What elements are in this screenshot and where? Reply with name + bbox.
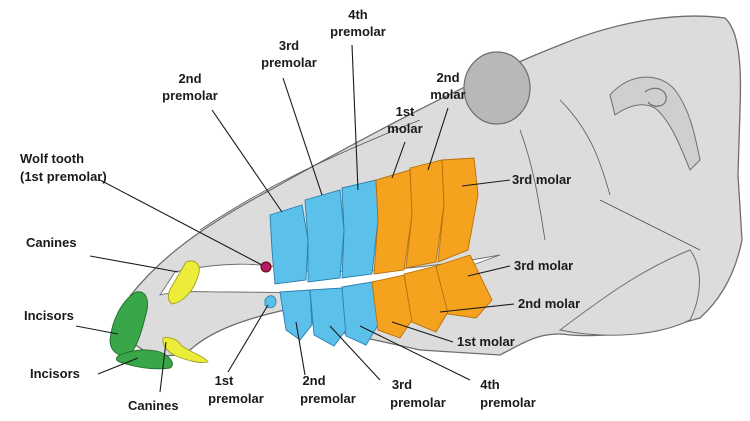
label-lower-p2: 2nd premolar: [300, 373, 356, 406]
label-upper-m1: 1st molar: [387, 104, 422, 136]
label-lower-p3: 3rd premolar: [390, 377, 446, 410]
label-upper-incisors: Incisors: [24, 308, 74, 323]
ear-canal: [644, 87, 667, 107]
leader-lower-canines: [159, 341, 167, 393]
leader-lower-p4: [359, 325, 471, 381]
label-lower-p3-line1: 3rd: [392, 377, 412, 392]
lower-premolars: [264, 281, 379, 347]
leader-upper-m2: [427, 107, 449, 171]
leader-upper-p4: [351, 44, 359, 191]
leader-upper-p3: [282, 77, 323, 196]
label-upper-m3: 3rd molar: [512, 172, 571, 187]
label-upper-m1-line2: molar: [387, 121, 422, 136]
skull-line-2: [559, 99, 611, 196]
skull-line-3: [519, 129, 546, 241]
lower-p3-tooth: [309, 287, 347, 347]
label-lower-m1: 1st molar: [457, 334, 515, 349]
label-upper-p2: 2nd premolar: [162, 71, 218, 103]
label-upper-m2-line2: molar: [430, 87, 465, 102]
lower-incisors-teeth: [115, 349, 173, 370]
upper-p3-tooth: [304, 189, 345, 283]
leader-upper-p2: [211, 109, 283, 213]
lower-molars: [371, 254, 493, 339]
upper-molars: [373, 157, 479, 275]
upper-premolars: [269, 179, 379, 285]
leader-upper-incisors: [75, 325, 119, 335]
leader-lower-p1: [227, 304, 269, 373]
leader-upper-m3: [461, 179, 511, 187]
label-upper-canines: Canines: [26, 235, 77, 250]
label-upper-p4: 4th premolar: [330, 7, 386, 39]
leader-lower-m1: [391, 321, 454, 343]
label-lower-m3: 3rd molar: [514, 258, 573, 273]
label-lower-p4-line2: premolar: [480, 395, 536, 410]
leader-lines: [75, 44, 515, 393]
label-lower-p1-line1: 1st: [215, 373, 234, 388]
orbit: [463, 51, 531, 125]
label-upper-p2-line1: 2nd: [178, 71, 201, 86]
label-lower-p3-line2: premolar: [390, 395, 446, 410]
leader-lower-incisors: [97, 357, 139, 375]
upper-canine-tooth: [167, 260, 200, 305]
leader-wolf-tooth: [99, 179, 263, 266]
label-wolf-tooth: Wolf tooth (1st premolar): [20, 151, 107, 184]
label-lower-p2-line2: premolar: [300, 391, 356, 406]
lower-canine-tooth: [162, 337, 209, 363]
label-upper-p3-line2: premolar: [261, 55, 317, 70]
label-lower-p1: 1st premolar: [208, 373, 264, 406]
upper-m3-tooth: [437, 157, 479, 263]
lower-p1-tooth: [264, 295, 277, 309]
lower-m3-tooth: [435, 254, 493, 319]
lower-p4-tooth: [341, 281, 379, 346]
skull-line-1: [199, 119, 421, 231]
leader-lower-p3: [329, 325, 381, 381]
label-lower-incisors: Incisors: [30, 366, 80, 381]
leader-lower-m2: [439, 303, 515, 313]
leader-upper-m1: [391, 141, 406, 179]
label-lower-p2-line1: 2nd: [302, 373, 325, 388]
upper-p2-tooth: [269, 204, 309, 285]
lower-p2-tooth: [279, 289, 313, 341]
label-upper-m1-line1: 1st: [396, 104, 415, 119]
label-upper-p3-line1: 3rd: [279, 38, 299, 53]
mandible-rear: [558, 249, 700, 336]
label-upper-p4-line1: 4th: [348, 7, 368, 22]
label-upper-m2-line1: 2nd: [436, 70, 459, 85]
label-wolf-tooth-line1: Wolf tooth: [20, 151, 84, 166]
leader-lower-p2: [295, 321, 306, 376]
skull-line-4: [599, 199, 701, 251]
label-upper-p2-line2: premolar: [162, 88, 218, 103]
label-lower-p1-line2: premolar: [208, 391, 264, 406]
wolf-tooth: [260, 261, 272, 273]
label-lower-m2: 2nd molar: [518, 296, 580, 311]
label-upper-p4-line2: premolar: [330, 24, 386, 39]
upper-p4-tooth: [341, 179, 379, 279]
label-upper-p3: 3rd premolar: [261, 38, 317, 70]
label-wolf-tooth-line2: (1st premolar): [20, 169, 107, 184]
label-lower-p4: 4th premolar: [480, 377, 536, 410]
temporal-region: [609, 76, 701, 171]
lower-m1-tooth: [371, 274, 413, 339]
label-lower-canines: Canines: [128, 398, 179, 413]
label-upper-m2: 2nd molar: [430, 70, 465, 102]
leader-upper-canines: [89, 255, 179, 273]
leader-lower-m3: [467, 265, 511, 277]
label-lower-p4-line1: 4th: [480, 377, 500, 392]
lower-m2-tooth: [403, 265, 449, 333]
